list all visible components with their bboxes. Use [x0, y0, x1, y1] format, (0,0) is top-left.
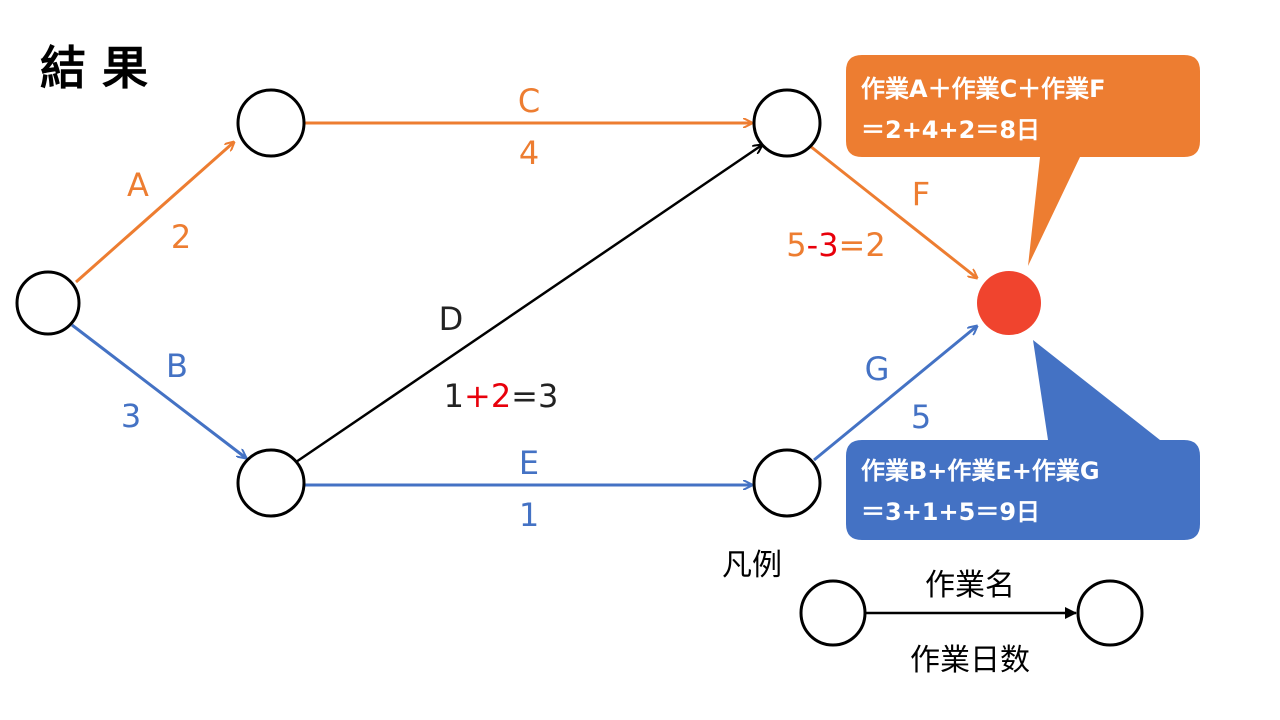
legend-node-start — [799, 579, 867, 647]
edge-a-days: 2 — [171, 218, 191, 256]
edge-a-arrow — [75, 142, 234, 284]
edge-f-days-base: 5 — [786, 226, 806, 264]
legend: 凡例 作業名 作業日数 — [722, 548, 1144, 678]
edge-f-days-adjust: -3 — [807, 226, 839, 264]
edge-e-days: 1 — [519, 496, 539, 534]
callout-orange-line2: ＝2+4+2＝8日 — [861, 116, 1040, 144]
node-3 — [752, 88, 822, 158]
callout-blue-line1: 作業B+作業E+作業G — [861, 457, 1100, 485]
legend-task-days: 作業日数 — [910, 643, 1030, 678]
legend-title: 凡例 — [722, 548, 782, 583]
edge-g-arrow — [813, 326, 977, 462]
node-start — [15, 270, 81, 336]
edge-d-days-base: 1 — [444, 377, 464, 415]
edge-c-name: C — [518, 82, 540, 120]
node-4 — [752, 448, 822, 518]
edge-g-name: G — [865, 350, 890, 388]
edge-f-days-result: =2 — [839, 226, 886, 264]
legend-task-name: 作業名 — [925, 568, 1015, 603]
node-1 — [236, 88, 306, 158]
edge-d-arrow — [295, 145, 762, 464]
edge-d-days-result: =3 — [511, 377, 558, 415]
edge-e-name: E — [519, 444, 539, 482]
edge-b-name: B — [166, 347, 188, 385]
edge-c-days: 4 — [519, 134, 539, 172]
edge-d-days: 1+2=3 — [444, 377, 559, 415]
edge-a-name: A — [127, 166, 149, 204]
callout-orange-shape — [846, 55, 1200, 266]
edge-f-arrow — [809, 144, 977, 278]
edge-f-name: F — [912, 175, 930, 213]
edge-d-name: D — [439, 300, 464, 338]
callout-critical-path: 作業A＋作業C＋作業F ＝2+4+2＝8日 — [846, 55, 1200, 266]
edge-d-days-adjust: +2 — [464, 377, 511, 415]
callout-blue-line2: ＝3+1+5＝9日 — [861, 498, 1040, 526]
edge-g-days: 5 — [911, 398, 931, 436]
legend-node-end — [1076, 579, 1144, 647]
node-2 — [236, 448, 306, 518]
callout-blue-shape — [846, 340, 1200, 540]
node-end — [977, 271, 1041, 335]
edge-b-days: 3 — [121, 397, 141, 435]
callout-alt-path: 作業B+作業E+作業G ＝3+1+5＝9日 — [846, 340, 1200, 540]
edge-f-days: 5-3=2 — [786, 226, 885, 264]
callout-orange-line1: 作業A＋作業C＋作業F — [861, 75, 1106, 103]
edge-b-arrow — [71, 323, 246, 458]
slide-title: 結 果 — [40, 41, 148, 95]
